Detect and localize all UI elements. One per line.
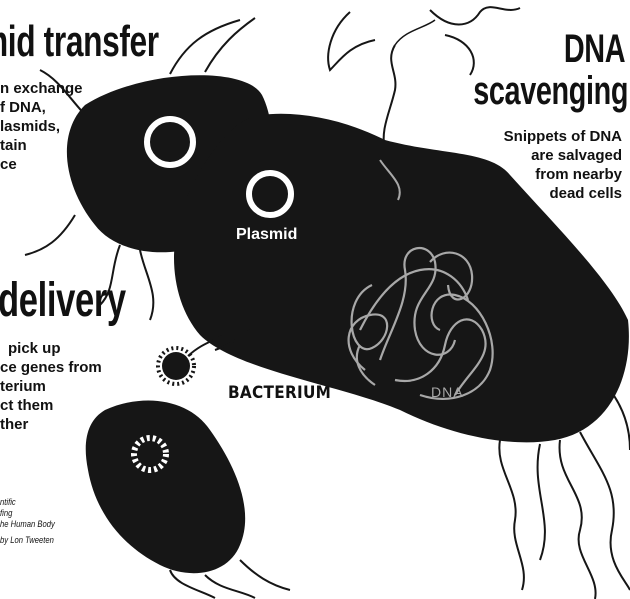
delivery-text-line-3: terium bbox=[0, 378, 46, 395]
credit-line-4: by Lon Tweeten bbox=[0, 535, 54, 546]
scavenging-text-line-3: from nearby bbox=[535, 166, 622, 183]
plasmid-text-line-1: n exchange bbox=[0, 80, 83, 97]
dna-scavenging-heading-line1: DNA bbox=[564, 28, 625, 70]
plasmid-text-line-2: f DNA, bbox=[0, 99, 46, 116]
dna-scavenging-heading-line2: scavenging bbox=[473, 70, 628, 112]
delivery-heading: delivery bbox=[0, 276, 126, 326]
scavenging-text-line-4: dead cells bbox=[549, 185, 622, 202]
delivery-text-line-4: ct them bbox=[0, 397, 53, 414]
plasmid-text-line-5: ce bbox=[0, 156, 17, 173]
bacterium-label: BACTERIUM bbox=[228, 384, 331, 403]
delivery-text-line-5: ther bbox=[0, 416, 28, 433]
plasmid-label: Plasmid bbox=[236, 226, 297, 244]
scavenged-dna-snippet bbox=[328, 12, 375, 70]
scavenging-strand bbox=[384, 45, 396, 150]
lower-left-bacterium-body bbox=[86, 400, 245, 573]
scavenging-text-line-1: Snippets of DNA bbox=[504, 128, 622, 145]
delivery-text-line-2: ce genes from bbox=[0, 359, 102, 376]
credit-line-1: ntific bbox=[0, 497, 16, 508]
delivery-text-line-1: pick up bbox=[8, 340, 61, 357]
plasmid-transfer-heading: mid transfer bbox=[0, 18, 159, 66]
credit-line-3: he Human Body bbox=[0, 519, 55, 530]
plasmid-text-line-3: lasmids, bbox=[0, 118, 60, 135]
lower-left-bacterium bbox=[86, 400, 290, 598]
scavenging-text-line-2: are salvaged bbox=[531, 147, 622, 164]
plasmid-text-line-4: tain bbox=[0, 137, 27, 154]
credit-line-2: fing bbox=[0, 508, 12, 519]
dna-label: DNA bbox=[431, 384, 464, 400]
